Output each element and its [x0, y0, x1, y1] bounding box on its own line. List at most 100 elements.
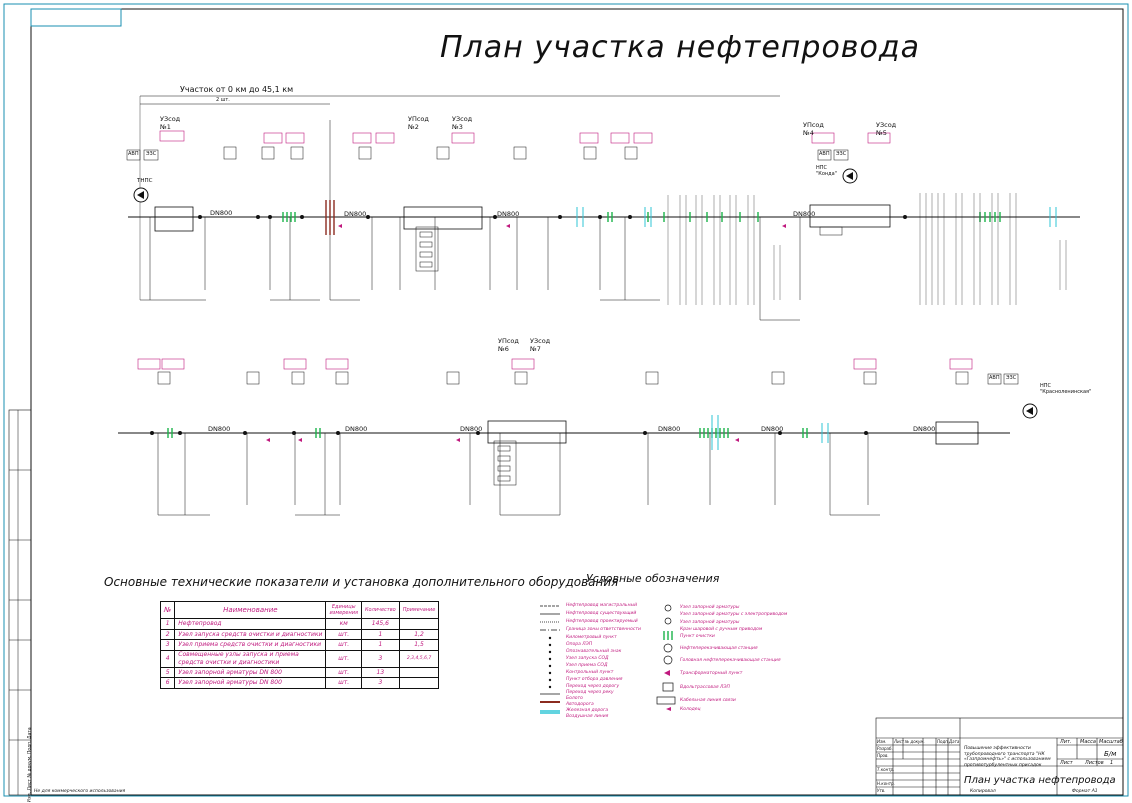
bottom-left-note: Не для коммерческого использования [34, 789, 126, 794]
legend-item: Переход через дорогу [566, 684, 620, 689]
legend-item: Переход через реку [566, 690, 614, 695]
pipeline-row-bottom [118, 358, 1038, 516]
ezs-label-top: ЭЗС [146, 151, 157, 157]
legend-item: Опора ЛЭП [566, 642, 593, 647]
legend-title: Условные обозначения [586, 572, 720, 585]
legend-item: Нефтепровод магистральный [566, 603, 637, 608]
avp-label-right: АВП [819, 151, 830, 157]
stamp-description: Повышение эффективности трубопроводного … [964, 746, 1051, 768]
col-note: Примечание [398, 601, 440, 619]
pipeline-row-top [126, 95, 1080, 321]
legend-item: Узел запорной арматуры [680, 605, 740, 610]
params-table: № Наименование Единицы измерения Количес… [159, 601, 440, 689]
pipe-dn-6: DN800 [345, 425, 368, 433]
ezs-label-bottom: ЭЗС [1006, 375, 1017, 381]
stamp-format: Формат А1 [1072, 789, 1098, 794]
avp-label-top: АВП [128, 151, 139, 157]
legend-item: Нефтепровод проектируемый [566, 619, 638, 624]
legend-item: Воздушная линия [566, 714, 609, 719]
ezs-label-right: ЭЗС [836, 151, 847, 157]
pipe-dn-9: DN800 [761, 425, 784, 433]
legend-item: Кабельная линия связи [680, 698, 736, 703]
pipe-dn-5: DN800 [208, 425, 231, 433]
stamp-scale-label: Масштаб [1099, 739, 1123, 745]
legend-item: Пункт очистки [680, 634, 715, 639]
stamp-scale-value: Б/м [1104, 750, 1117, 758]
pipe-dn-3: DN800 [497, 210, 520, 218]
pipe-dn-10: DN800 [913, 425, 936, 433]
stamp-col-list: Лист [894, 739, 905, 744]
params-header-row: № Наименование Единицы измерения Количес… [159, 601, 440, 619]
legend-item: Железная дорога [566, 708, 609, 713]
nps-krasnoleninskaya-label: НПС"Красноленинская" [1040, 383, 1092, 395]
pipe-dn-8: DN800 [658, 425, 681, 433]
legend-item: Кран шаровой с ручным приводом [680, 627, 763, 632]
legend-item: Километровый пункт [566, 635, 617, 640]
legend-item: Колодец [680, 707, 701, 712]
legend-item: Граница зоны ответственности [566, 627, 641, 632]
legend-item: Нефтеперекачивающая станция [680, 646, 758, 651]
legend-item: Трансформаторный пункт [680, 671, 743, 676]
stamp-col-izm: Изм. [877, 739, 887, 744]
legend-item: Нефтепровод существующий [566, 611, 637, 616]
pipe-dn-1: DN800 [210, 209, 233, 217]
stamp-mass-label: Масса [1080, 739, 1096, 745]
legend-item: Опознавательный знак [566, 649, 622, 654]
col-qty: Количество [360, 601, 400, 619]
section-sub: 2 шт. [216, 97, 230, 103]
legend-item: Узел запорной арматуры [680, 620, 740, 625]
stamp-col-doc: № докум. [905, 739, 925, 744]
stamp-col-sign: Подп. [937, 739, 950, 744]
title-block [875, 717, 1124, 796]
legend-item: Контрольный пункт [566, 670, 614, 675]
pipe-dn-7: DN800 [460, 425, 483, 433]
col-name: Наименование [174, 601, 327, 619]
legend-graphics [540, 604, 676, 714]
nps-konda-label: НПС"Конда" [816, 165, 837, 177]
col-number: № [159, 601, 176, 619]
drawing-title: План участка нефтепровода [440, 30, 920, 65]
stamp-role-approve: Утв. [877, 788, 886, 793]
side-strip-text: Изм. Лист № докум. Подп. Дата [27, 727, 33, 803]
legend-item: Узел запуска СОД [566, 656, 609, 661]
stamp-sheets-value: 1 [1110, 760, 1114, 766]
legend-item: Узел запорной арматуры с электроприводом [680, 612, 788, 617]
section-label: Участок от 0 км до 45,1 км [180, 85, 294, 94]
params-title: Основные технические показатели и устано… [104, 575, 619, 589]
legend-item: Узел приема СОД [566, 663, 608, 668]
stamp-role-dev: Разраб. [877, 746, 893, 751]
legend-item: Головная нефтеперекачивающая станция [680, 658, 781, 663]
col-unit: Единицы измерения [325, 601, 362, 619]
stamp-role-ncontr: Н.контр. [877, 781, 895, 786]
pipe-dn-4: DN800 [793, 210, 816, 218]
stamp-copied: Копировал [970, 789, 996, 794]
legend-item: Болото [566, 696, 583, 701]
legend-item: Автодорога [566, 702, 594, 707]
stamp-role-check: Пров. [877, 753, 889, 758]
avp-label-bottom: АВП [989, 375, 1000, 381]
stamp-col-date: Дата [949, 739, 960, 744]
stamp-role-tcontr: Т.контр. [877, 767, 895, 772]
stamp-title: План участка нефтепровода [964, 775, 1116, 786]
pipe-dn-2: DN800 [344, 210, 367, 218]
legend-item: Вдольтрассовая ЛЭП [680, 685, 730, 690]
legend-item: Пункт отбора давления [566, 677, 623, 682]
stamp-sheets-label: Листов [1085, 760, 1104, 766]
tnps-label: ТНПС [137, 178, 153, 184]
stamp-litera: Лит. [1060, 739, 1072, 745]
stamp-sheet-label: Лист [1060, 760, 1073, 766]
